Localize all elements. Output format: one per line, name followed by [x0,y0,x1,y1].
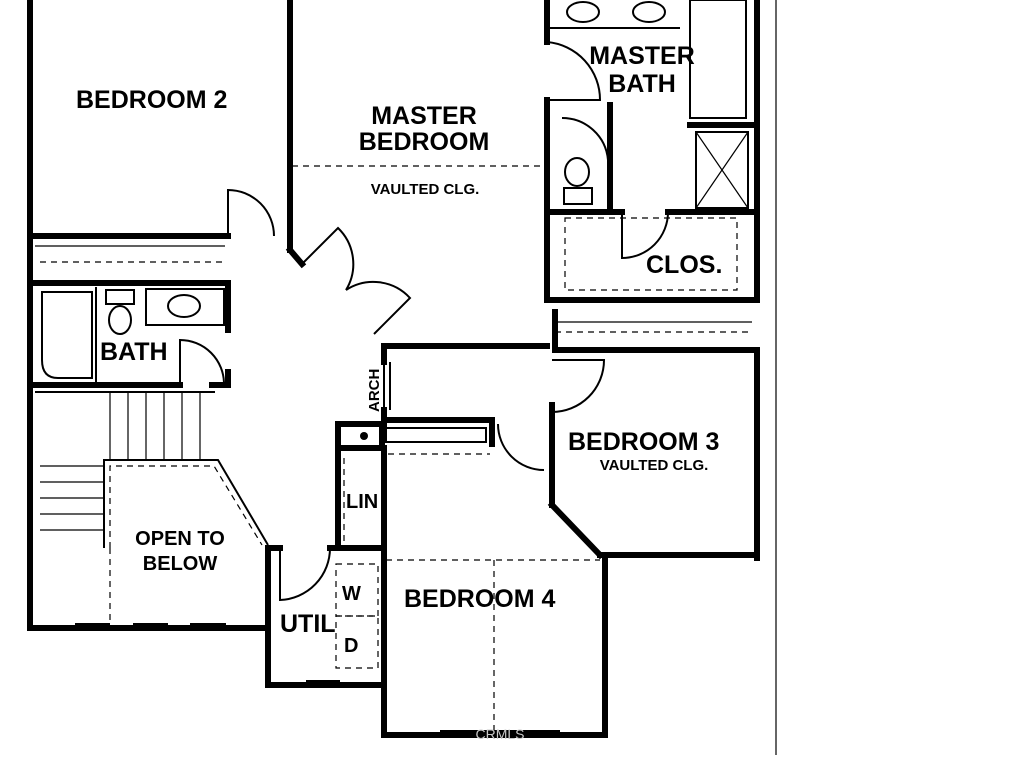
label-linen: LIN [346,491,378,513]
doors [179,41,669,602]
label-arch: ARCH [366,369,383,412]
label-dryer: D [344,635,358,657]
label-master-bedroom-2: BEDROOM [359,128,490,156]
label-closet: CLOS. [646,251,722,279]
label-bedroom-4: BEDROOM 4 [404,585,556,613]
label-bedroom-2: BEDROOM 2 [76,86,227,114]
label-open-to-below-1: OPEN TO [135,528,225,550]
label-master-bath-2: BATH [608,70,676,98]
label-utility: UTIL [280,610,336,638]
label-bath: BATH [100,338,168,366]
fixtures [35,0,777,755]
label-open-to-below-2: BELOW [143,553,218,575]
label-bedroom-3-vaulted: VAULTED CLG. [600,457,709,474]
watermark: CRMLS [475,726,524,742]
label-washer: W [342,583,361,605]
label-master-bedroom-1: MASTER [371,102,477,130]
label-master-vaulted: VAULTED CLG. [371,181,480,198]
label-master-bath-1: MASTER [589,42,695,70]
label-bedroom-3: BEDROOM 3 [568,428,719,456]
walls [27,0,760,738]
room-labels: BEDROOM 2 MASTER BEDROOM VAULTED CLG. MA… [76,42,722,742]
